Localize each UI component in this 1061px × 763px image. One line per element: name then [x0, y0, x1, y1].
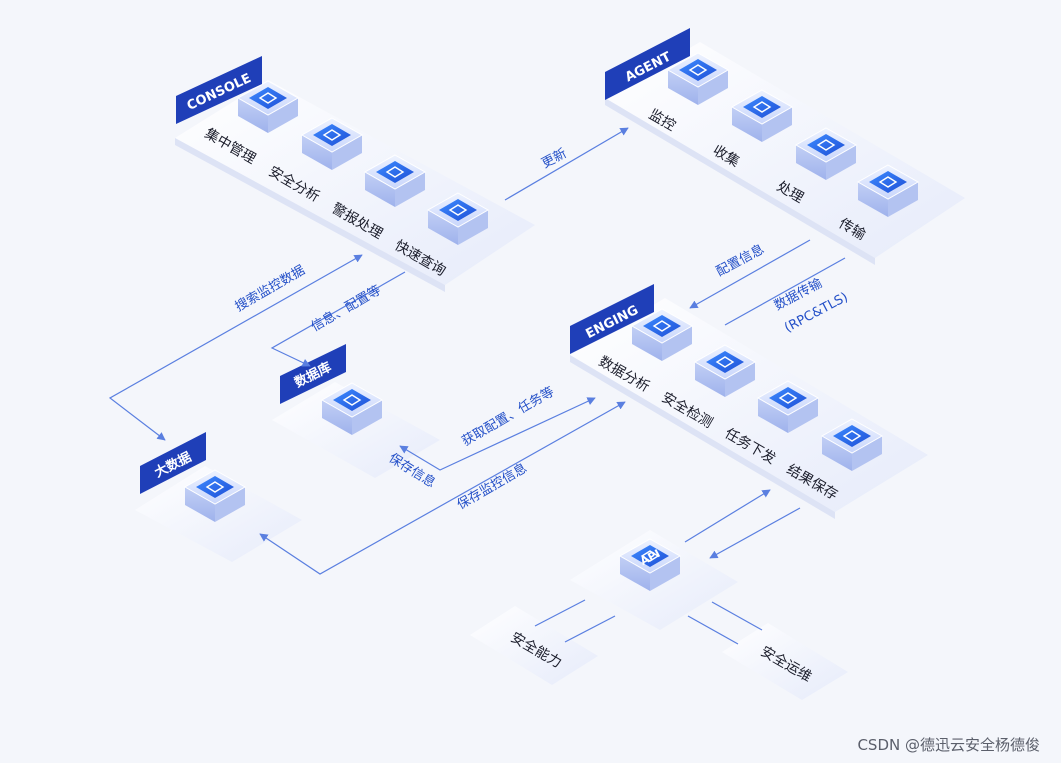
edge-info-config	[270, 271, 406, 367]
agent-cube-4	[856, 164, 920, 217]
console-cube-2	[300, 117, 364, 170]
engine-cube-1	[630, 308, 694, 361]
detect-icon	[706, 351, 744, 373]
agent-cube-3	[794, 127, 858, 180]
bigdata-icon	[196, 476, 234, 498]
console-cube-3	[363, 154, 427, 207]
cubes-layer: API	[183, 52, 920, 591]
console-cube-4	[426, 192, 490, 245]
analysis-icon	[643, 315, 681, 337]
edge-engine-to-api	[709, 507, 801, 559]
label-get-config: 获取配置、任务等	[459, 384, 557, 450]
api-cube	[618, 538, 682, 591]
edge-data-transfer	[724, 257, 846, 326]
search-icon	[439, 199, 477, 221]
api-icon	[631, 545, 669, 567]
agent-platform	[605, 42, 965, 265]
edge-get-config	[399, 397, 596, 471]
edge-api-to-engine	[684, 489, 771, 543]
label-info-config: 信息、配置等	[308, 282, 384, 335]
gear-icon	[249, 87, 287, 109]
console-cube-1	[236, 80, 300, 133]
agent-cube-2	[730, 89, 794, 142]
label-save-monitor: 保存监控信息	[454, 460, 530, 513]
engine-cube-3	[756, 380, 820, 433]
save-icon	[833, 425, 871, 447]
edge-search-monitor	[108, 254, 363, 441]
collect-icon	[743, 96, 781, 118]
process-icon	[807, 134, 845, 156]
edge-api-ability-2	[564, 615, 616, 643]
ops-platform	[722, 623, 848, 700]
console-platform	[175, 80, 535, 292]
edge-api-ability-1	[534, 599, 586, 627]
label-update: 更新	[539, 145, 569, 171]
edge-update	[504, 127, 629, 201]
connectors	[108, 127, 846, 645]
engine-platform	[570, 298, 928, 519]
ability-platform	[470, 606, 598, 685]
edge-save-monitor	[259, 401, 626, 575]
transfer-icon	[869, 171, 907, 193]
dispatch-icon	[769, 387, 807, 409]
engine-cube-4	[820, 418, 884, 471]
watermark: CSDN @德迅云安全杨德俊	[857, 736, 1040, 754]
alarm-icon	[376, 161, 414, 183]
engine-cube-2	[693, 344, 757, 397]
edge-api-ops-1	[711, 601, 763, 631]
label-config-info: 配置信息	[713, 241, 766, 280]
bigdata-cube	[183, 469, 247, 522]
monitor-icon	[679, 59, 717, 81]
agent-cube-1	[666, 52, 730, 105]
chart-icon	[313, 124, 351, 146]
edge-config-info	[689, 239, 811, 309]
edge-api-ops-2	[687, 615, 739, 645]
